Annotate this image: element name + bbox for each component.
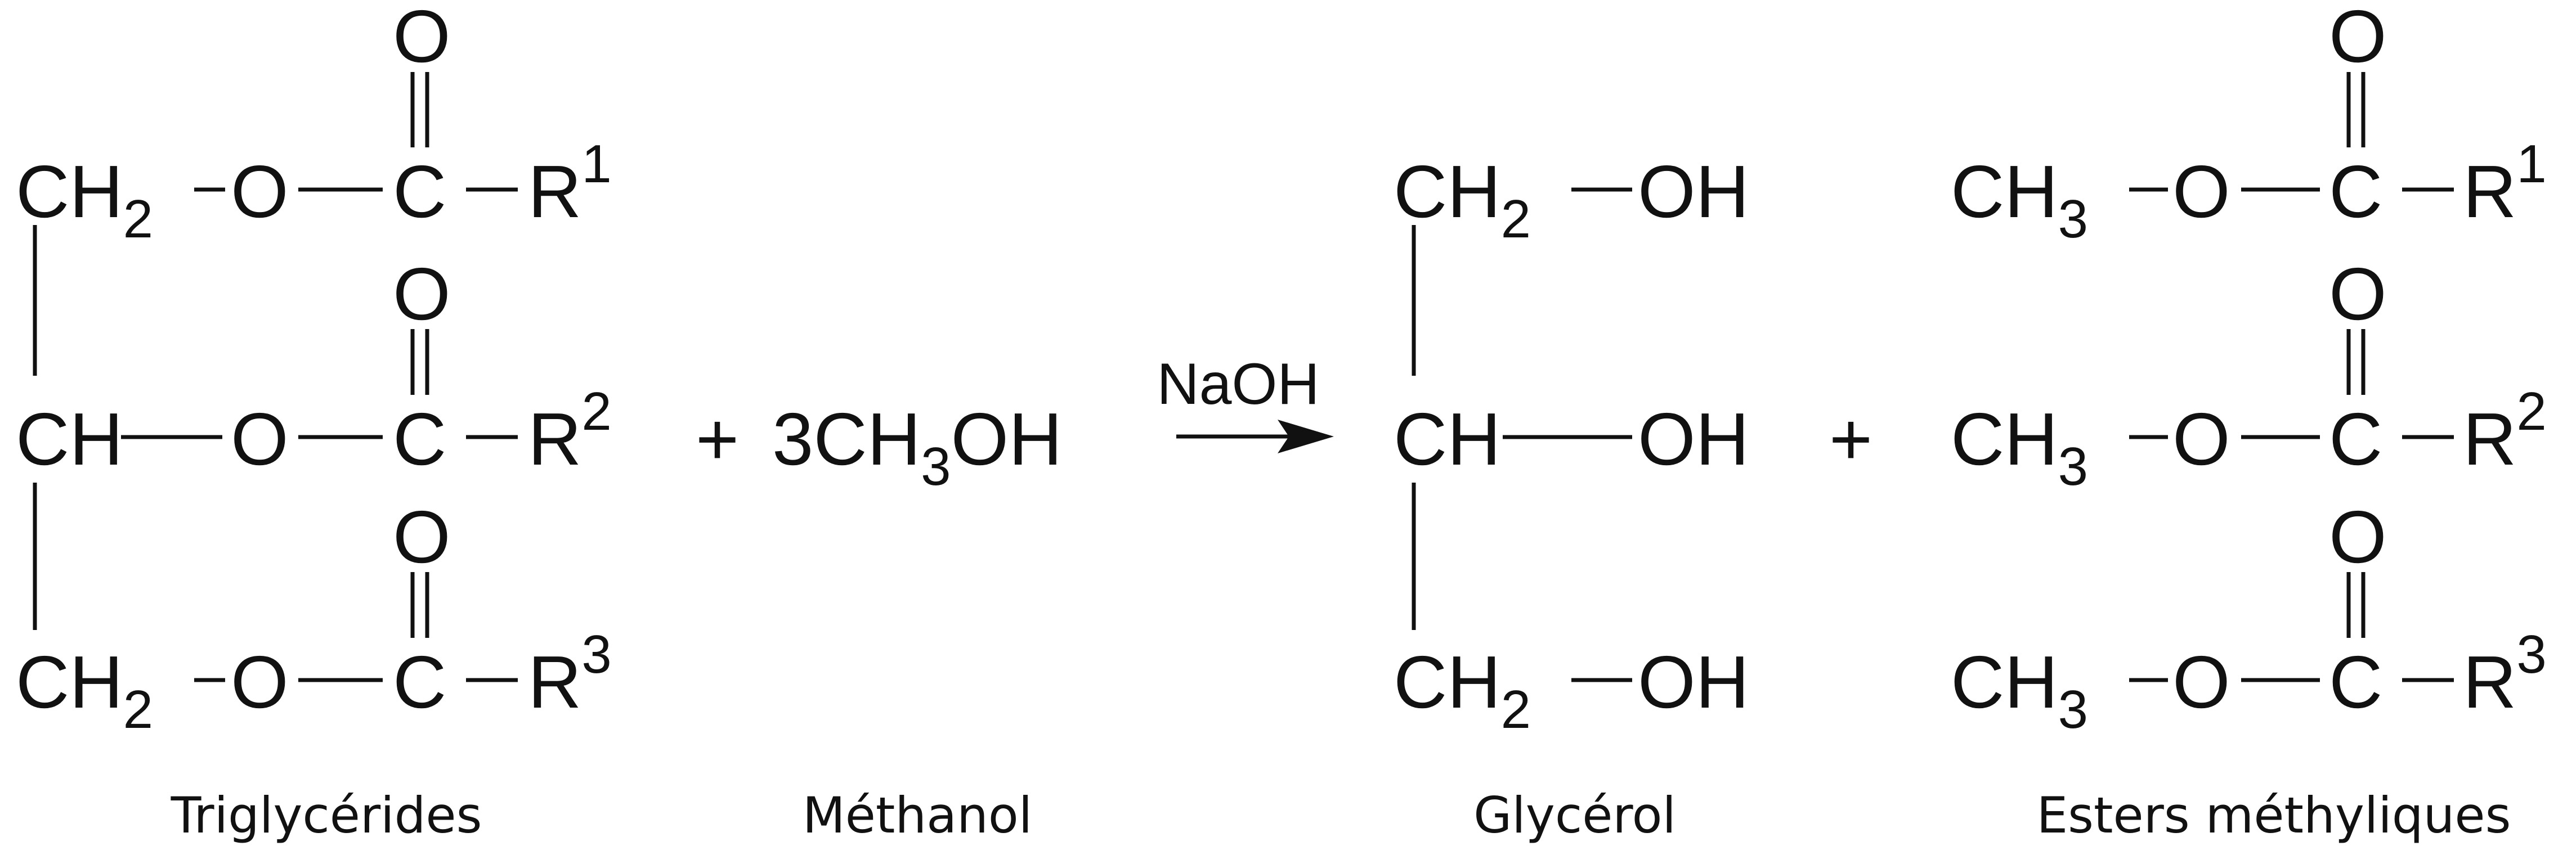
r-group: R3 [2463,624,2547,723]
carbonyl-oxygen: O [393,0,451,78]
ester-oxygen: O [231,150,289,233]
carbonyl-carbon: C [2329,398,2382,480]
carbonyl-carbon: C [393,641,446,723]
methanol-formula: 3CH3OH [772,398,1062,497]
glycerol-caption: Glycérol [1473,786,1676,844]
carbonyl-carbon: C [2329,150,2382,233]
ester-oxygen: O [231,398,289,480]
triglyceride-structure: CH2 O C O R1 CH O C O R2 CH2 [16,0,612,844]
carbonyl-oxygen: O [393,253,451,335]
triglyceride-row-1: CH2 O C O R1 [16,0,612,249]
carbonyl-carbon: C [393,398,446,480]
carbonyl-oxygen: O [2329,253,2387,335]
carbonyl-oxygen: O [393,496,451,578]
carbonyl-oxygen: O [2329,0,2387,78]
methyl-esters-caption: Esters méthyliques [2037,786,2511,844]
methanol-caption: Méthanol [803,786,1032,844]
plus-sign-reactants: + [696,398,739,480]
r-group: R3 [528,624,612,723]
glycerol-row-1: CH2 OH [1394,150,1749,249]
reaction-arrow: NaOH [1157,352,1334,453]
group-label: CH [16,398,123,480]
carbonyl-carbon: C [2329,641,2382,723]
group-label: CH3 [1951,641,2088,740]
triglyceride-row-2: CH O C O R2 [16,253,612,480]
group-label: CH2 [16,641,153,740]
methyl-ester-row-2: CH3 O C O R2 [1951,253,2547,497]
hydroxyl-group: OH [1638,641,1749,723]
methyl-ester-row-1: CH3 O C O R1 [1951,0,2547,249]
glycerol-structure: CH2 OH CH OH CH2 OH Glycérol [1394,150,1749,844]
plus-sign-products: + [1829,398,1872,480]
group-label: CH [1394,398,1501,480]
r-group: R1 [528,134,612,233]
hydroxyl-group: OH [1638,150,1749,233]
r-group: R2 [528,381,612,480]
ester-oxygen: O [231,641,289,723]
methyl-ester-row-3: CH3 O C O R3 [1951,496,2547,740]
hydroxyl-group: OH [1638,398,1749,480]
ester-oxygen: O [2172,641,2230,723]
carbonyl-carbon: C [393,150,446,233]
carbonyl-oxygen: O [2329,496,2387,578]
arrowhead-icon [1278,420,1334,453]
group-label: CH2 [1394,150,1531,249]
group-label: CH2 [1394,641,1531,740]
r-group: R2 [2463,381,2547,480]
catalyst-label: NaOH [1157,352,1320,417]
triglyceride-caption: Triglycérides [171,786,482,844]
group-label: CH3 [1951,398,2088,497]
ester-oxygen: O [2172,398,2230,480]
group-label: CH2 [16,150,153,249]
glycerol-row-2: CH OH [1394,398,1749,480]
triglyceride-row-3: CH2 O C O R3 [16,496,612,740]
ester-oxygen: O [2172,150,2230,233]
glycerol-row-3: CH2 OH [1394,641,1749,740]
group-label: CH3 [1951,150,2088,249]
r-group: R1 [2463,134,2547,233]
methyl-esters-structure: CH3 O C O R1 CH3 O C O R2 CH3 O [1951,0,2547,844]
